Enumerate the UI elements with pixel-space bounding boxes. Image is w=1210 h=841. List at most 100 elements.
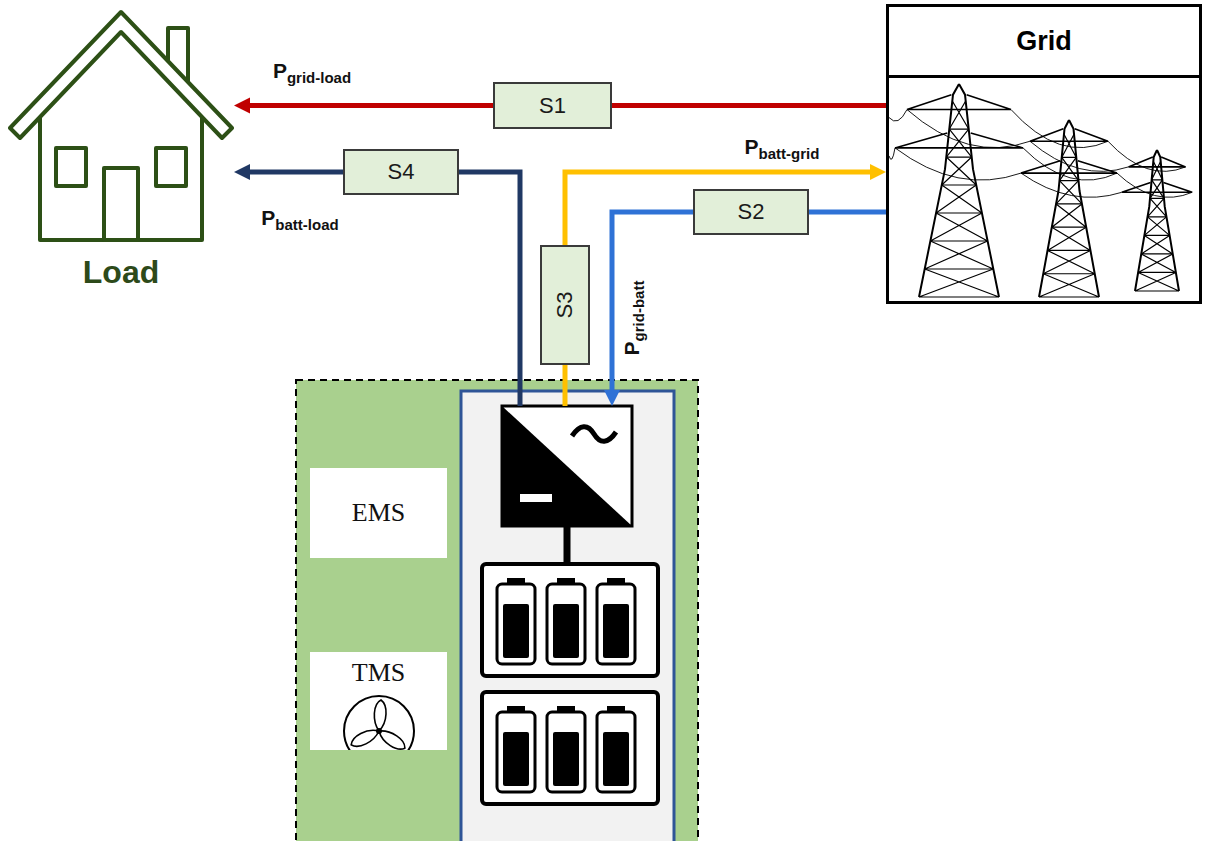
transmission-towers xyxy=(889,78,1199,301)
power-flow-label: Pgrid-batt xyxy=(620,281,643,356)
inverter-symbol xyxy=(502,406,632,526)
transmission-towers xyxy=(949,101,968,129)
flow-label-box: Pgrid-load xyxy=(273,60,351,85)
power-wire xyxy=(459,172,693,406)
fan-symbol xyxy=(344,696,414,750)
house-icon xyxy=(40,117,202,240)
fan-symbol xyxy=(344,696,414,750)
battery-pack xyxy=(497,584,535,664)
transmission-towers xyxy=(889,110,907,122)
power-wire xyxy=(459,172,520,406)
transmission-towers xyxy=(1148,198,1167,217)
transmission-towers xyxy=(1069,120,1099,297)
fan-symbol xyxy=(374,700,386,731)
fan-symbol xyxy=(348,725,381,750)
transmission-towers xyxy=(1141,235,1172,254)
transmission-towers xyxy=(942,157,976,185)
switch-box: S2 xyxy=(693,189,809,235)
node-label: TMS xyxy=(352,658,405,688)
tms-box: TMS xyxy=(310,652,447,750)
inverter-symbol xyxy=(572,427,616,442)
grid-title: Grid xyxy=(1016,26,1072,57)
battery-pack xyxy=(597,584,635,664)
transmission-towers xyxy=(1021,173,1122,197)
battery-pack xyxy=(482,692,658,804)
power-wire xyxy=(563,365,568,406)
grid-box: Grid xyxy=(886,4,1202,304)
power-flow-label: Pgrid-load xyxy=(273,59,351,82)
battery-pack xyxy=(597,712,635,792)
transmission-towers xyxy=(1117,173,1192,197)
switch-box: S4 xyxy=(343,149,459,195)
transmission-towers xyxy=(1052,204,1086,227)
power-flow-label: batt-load xyxy=(275,216,338,233)
transmission-towers xyxy=(1135,272,1179,291)
flow-label-box: Pgrid-batt xyxy=(621,281,646,356)
node-label: S1 xyxy=(539,93,566,119)
house-icon xyxy=(156,148,186,186)
house-icon xyxy=(168,28,188,82)
load-label: Load xyxy=(8,254,234,291)
house-icon xyxy=(10,12,232,138)
transmission-towers xyxy=(919,269,999,297)
transmission-towers xyxy=(1011,110,1108,148)
power-flow-label: Pbatt-grid xyxy=(745,135,820,158)
transmission-towers xyxy=(895,133,1023,148)
transmission-towers xyxy=(1030,141,1128,171)
transmission-towers xyxy=(1039,274,1099,297)
transmission-towers xyxy=(930,213,987,241)
transmission-towers xyxy=(1108,141,1186,171)
flow-label-box: Pbatt-load xyxy=(261,207,338,232)
power-flow-label: P xyxy=(261,206,275,229)
node-label: S4 xyxy=(388,159,415,185)
power-flow-label: Pbatt-load xyxy=(261,206,338,229)
transmission-towers xyxy=(946,129,971,157)
energy-storage-unit xyxy=(564,526,571,564)
transmission-towers xyxy=(1135,150,1157,291)
transmission-towers xyxy=(907,110,1030,148)
storage-region xyxy=(296,380,698,841)
transmission-towers xyxy=(1039,120,1069,297)
transmission-towers xyxy=(1150,180,1164,199)
battery-pack xyxy=(503,604,529,658)
battery-pack xyxy=(547,712,585,792)
power-flow-line xyxy=(612,103,886,108)
power-flow-label: P xyxy=(745,135,759,158)
power-flow-line xyxy=(250,170,343,175)
node-label: EMS xyxy=(352,498,405,528)
fan-symbol xyxy=(340,692,418,750)
transmission-towers xyxy=(907,95,1011,110)
battery-pack xyxy=(603,604,629,658)
battery-pack xyxy=(553,604,579,658)
transmission-towers xyxy=(1048,227,1091,250)
transmission-towers xyxy=(895,148,1021,180)
house-icon xyxy=(104,168,138,240)
fan-symbol xyxy=(375,727,408,750)
transmission-towers xyxy=(959,84,999,297)
transmission-towers xyxy=(1122,182,1192,192)
house-icon xyxy=(56,148,86,186)
power-flow-line xyxy=(565,172,870,245)
inverter-symbol xyxy=(502,406,632,526)
battery-pack xyxy=(503,732,529,786)
node-label: S3 xyxy=(552,292,578,319)
transmission-towers xyxy=(925,241,994,269)
battery-pack xyxy=(482,564,658,804)
inverter-symbol xyxy=(520,494,552,502)
power-flow-line xyxy=(809,210,886,215)
battery-pack xyxy=(497,712,535,792)
transmission-towers xyxy=(889,84,1192,297)
switch-box: S3 xyxy=(540,245,590,365)
battery-pack xyxy=(482,564,658,676)
transmission-towers xyxy=(1144,217,1169,236)
power-flow-line xyxy=(250,103,493,108)
battery-enclosure xyxy=(461,391,674,841)
power-flow-label: P xyxy=(273,59,287,82)
transmission-towers xyxy=(1128,157,1185,167)
switch-box: S1 xyxy=(493,82,612,129)
house-icon xyxy=(10,12,232,240)
power-flow-label: batt-grid xyxy=(759,145,820,162)
grid-header: Grid xyxy=(889,7,1199,78)
inverter-symbol xyxy=(502,406,632,526)
